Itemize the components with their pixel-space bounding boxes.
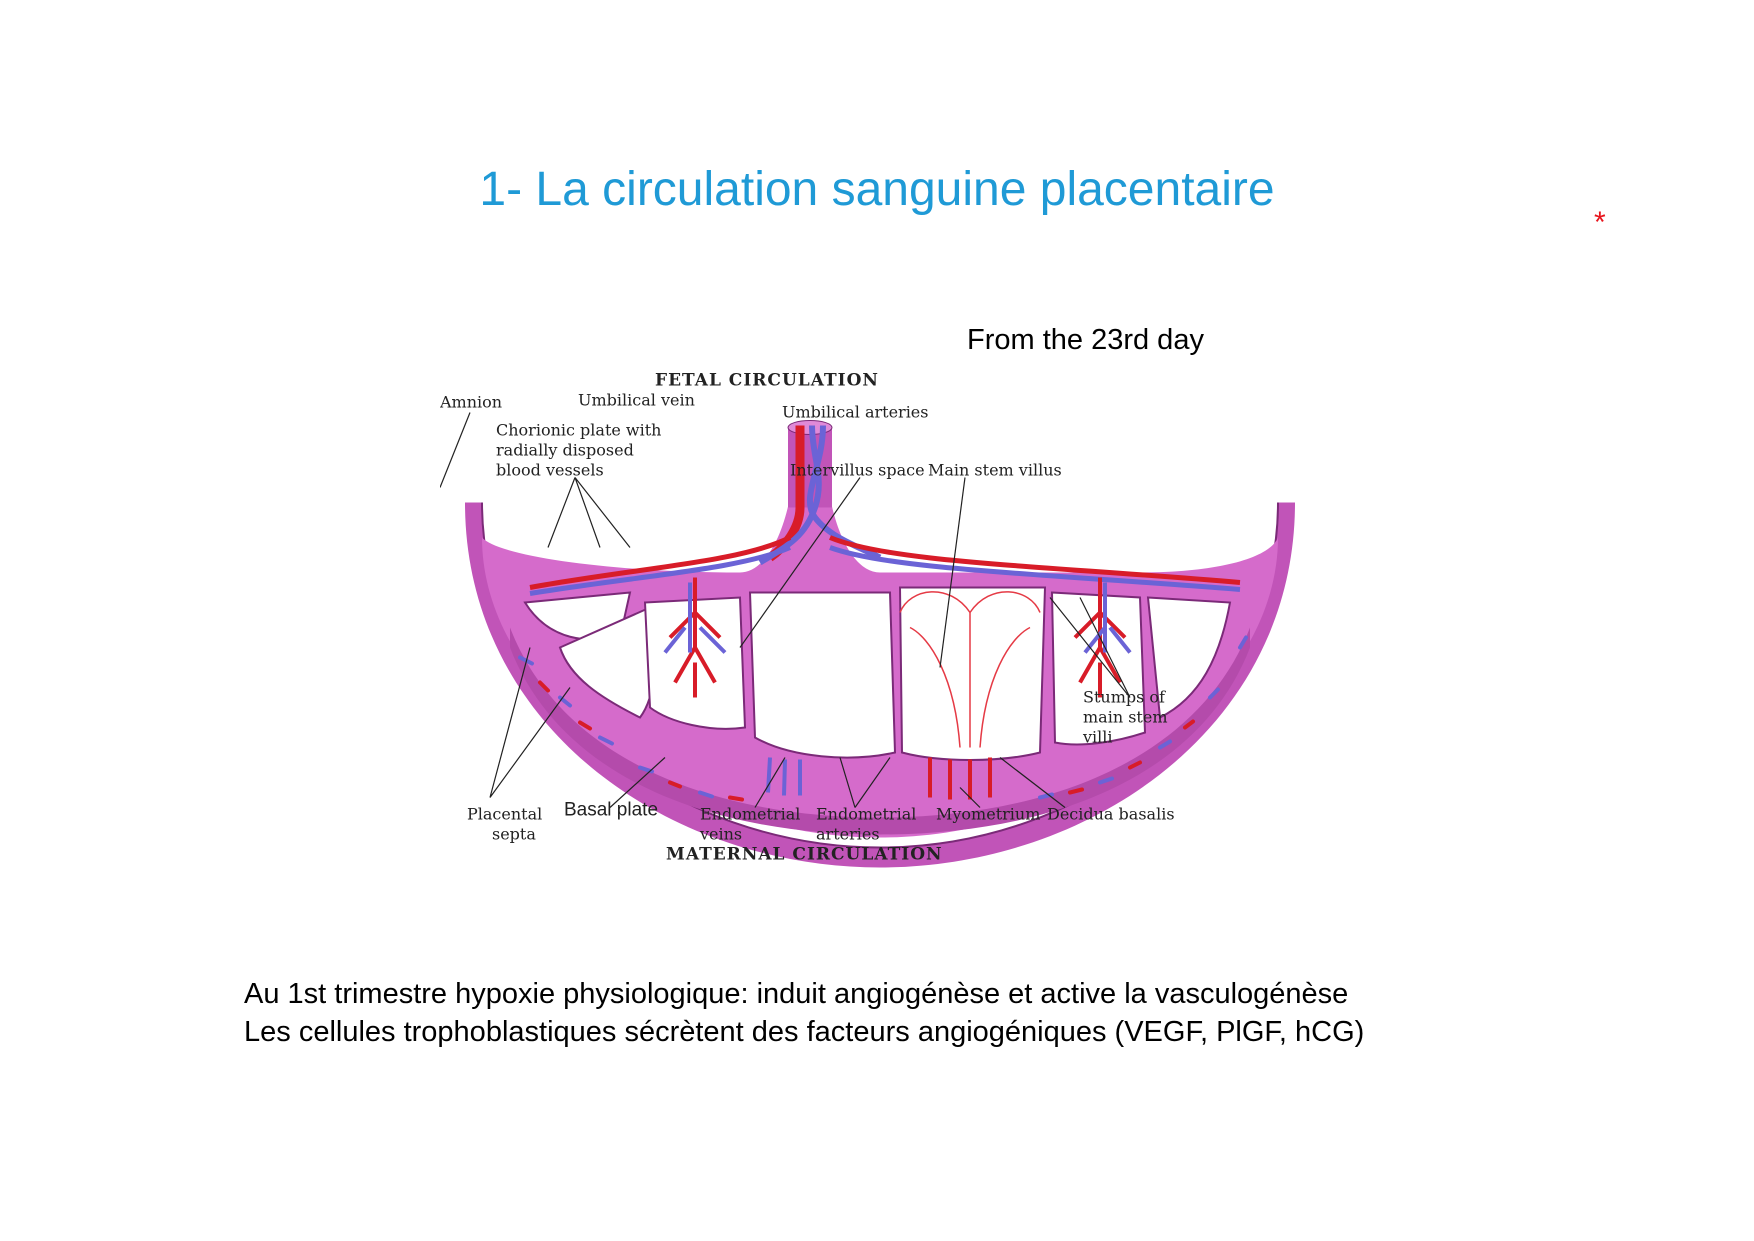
- stumps-label-line1: Stumps of: [1083, 688, 1166, 707]
- decidual-vessel-dashes: [518, 635, 1248, 802]
- decidua-basalis-label: Decidua basalis: [1047, 805, 1175, 824]
- leader-lines: [440, 412, 1131, 808]
- endometrial-veins-label-line1: Endometrial: [700, 805, 800, 824]
- subtitle: From the 23rd day: [967, 324, 1204, 356]
- umbilical-vein-label: Umbilical vein: [578, 391, 695, 410]
- stumps-label-line3: villi: [1082, 728, 1113, 747]
- myometrium-label: Myometrium: [936, 805, 1040, 824]
- asterisk-mark: *: [1594, 206, 1606, 239]
- stem-villus-trees: [663, 577, 1132, 698]
- chorionic-vessels: [529, 535, 1241, 596]
- endometrial-arteries-label-line2: arteries: [816, 825, 880, 844]
- endometrial-arteries-label-line1: Endometrial: [816, 805, 916, 824]
- chorionic-plate-label-line3: blood vessels: [496, 461, 604, 480]
- body-line-1: Au 1st trimestre hypoxie physiologique: …: [244, 978, 1349, 1010]
- placental-septa-label-line2: septa: [492, 825, 536, 844]
- maternal-circulation-label: MATERNAL CIRCULATION: [666, 845, 943, 865]
- stumps-label-line2: main stem: [1083, 708, 1168, 727]
- endometrial-vessels: [766, 757, 992, 800]
- fetal-circulation-label: FETAL CIRCULATION: [655, 371, 879, 391]
- body-line-2: Les cellules trophoblastiques sécrètent …: [244, 1016, 1365, 1048]
- umbilical-arteries-label: Umbilical arteries: [782, 403, 928, 422]
- intervillus-space-label: Intervillus space: [790, 461, 925, 480]
- slide-title: 1- La circulation sanguine placentaire: [479, 163, 1275, 216]
- body-text: Au 1st trimestre hypoxie physiologique: …: [244, 975, 1364, 1051]
- endometrial-veins-label-line2: veins: [699, 825, 742, 844]
- chorionic-plate-label-line2: radially disposed: [496, 441, 634, 460]
- placental-septa-label-line1: Placental: [467, 805, 542, 824]
- chorionic-plate-label-line1: Chorionic plate with: [496, 421, 661, 440]
- basal-plate-label: Basal plate: [564, 800, 658, 821]
- placenta-circulation-diagram: FETAL CIRCULATION Amnion Umbilical vein …: [440, 371, 1295, 868]
- intervillous-spaces: [523, 586, 1232, 761]
- amnion-label: Amnion: [440, 393, 502, 412]
- main-stem-villus-label: Main stem villus: [928, 461, 1062, 480]
